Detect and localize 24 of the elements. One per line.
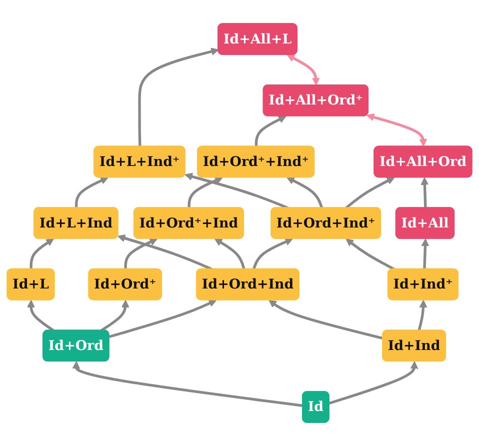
arrow [366,113,428,147]
arrow [188,176,223,208]
arrow [254,116,286,147]
arrow [72,361,304,408]
arrow [27,300,54,332]
arrow [74,176,108,208]
arrow [418,300,428,331]
arrow [214,238,246,270]
arrow [346,238,395,270]
arrow [421,238,430,270]
arrow [138,48,219,147]
arrow [252,238,293,270]
arrow [184,172,288,210]
arrow [286,54,320,86]
arrow [124,238,158,270]
arrow [345,177,395,210]
arrow [108,300,217,338]
arrow [286,177,324,208]
arrow [420,177,429,208]
arrow [328,361,418,405]
arrow [268,300,384,340]
arrow [118,234,213,271]
arrow [30,238,54,270]
arrow [100,300,130,332]
